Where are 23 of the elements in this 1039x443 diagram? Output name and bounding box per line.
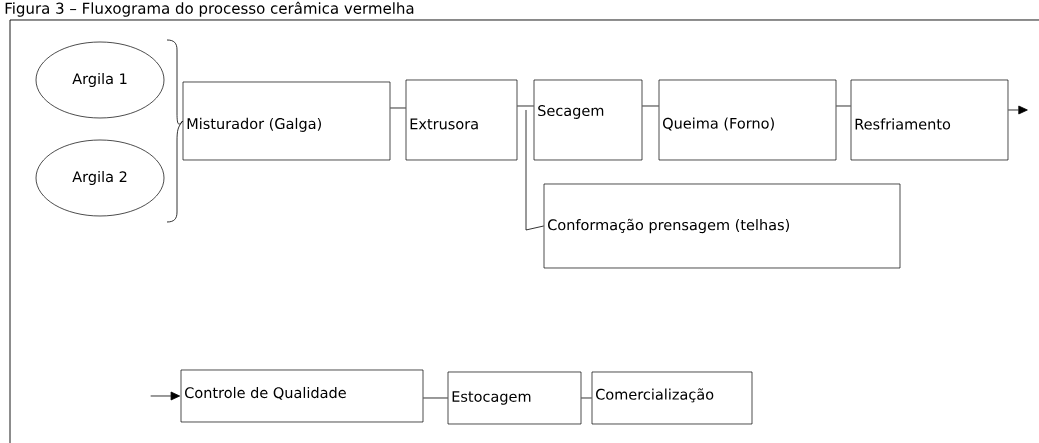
process-box: Resfriamento: [850, 79, 1009, 161]
process-box: Conformação prensagem (telhas): [543, 183, 901, 269]
process-box: Estocagem: [447, 371, 582, 425]
connector-line: [580, 397, 593, 399]
connector-line: [525, 109, 545, 231]
process-box: Controle de Qualidade: [180, 369, 424, 423]
process-box: Queima (Forno): [658, 79, 837, 161]
arrow: [170, 391, 181, 401]
process-box: Misturador (Galga): [182, 81, 391, 161]
connector-line: [166, 39, 184, 125]
connector-line: [389, 107, 407, 109]
connector-line: [166, 120, 184, 223]
figure-title: Figura 3 – Fluxograma do processo cerâmica vermelha: [5, 1, 414, 17]
process-box: Comercialização: [591, 371, 753, 425]
arrow: [1007, 105, 1028, 115]
connector-line: [516, 105, 535, 107]
connector-line: [641, 105, 660, 107]
oval-node: Argila 2: [35, 139, 165, 217]
oval-node: Argila 1: [35, 41, 165, 119]
connector-line: [835, 105, 852, 107]
process-box: Secagem: [533, 79, 643, 161]
connector-line: [422, 397, 449, 399]
process-box: Extrusora: [405, 79, 518, 161]
